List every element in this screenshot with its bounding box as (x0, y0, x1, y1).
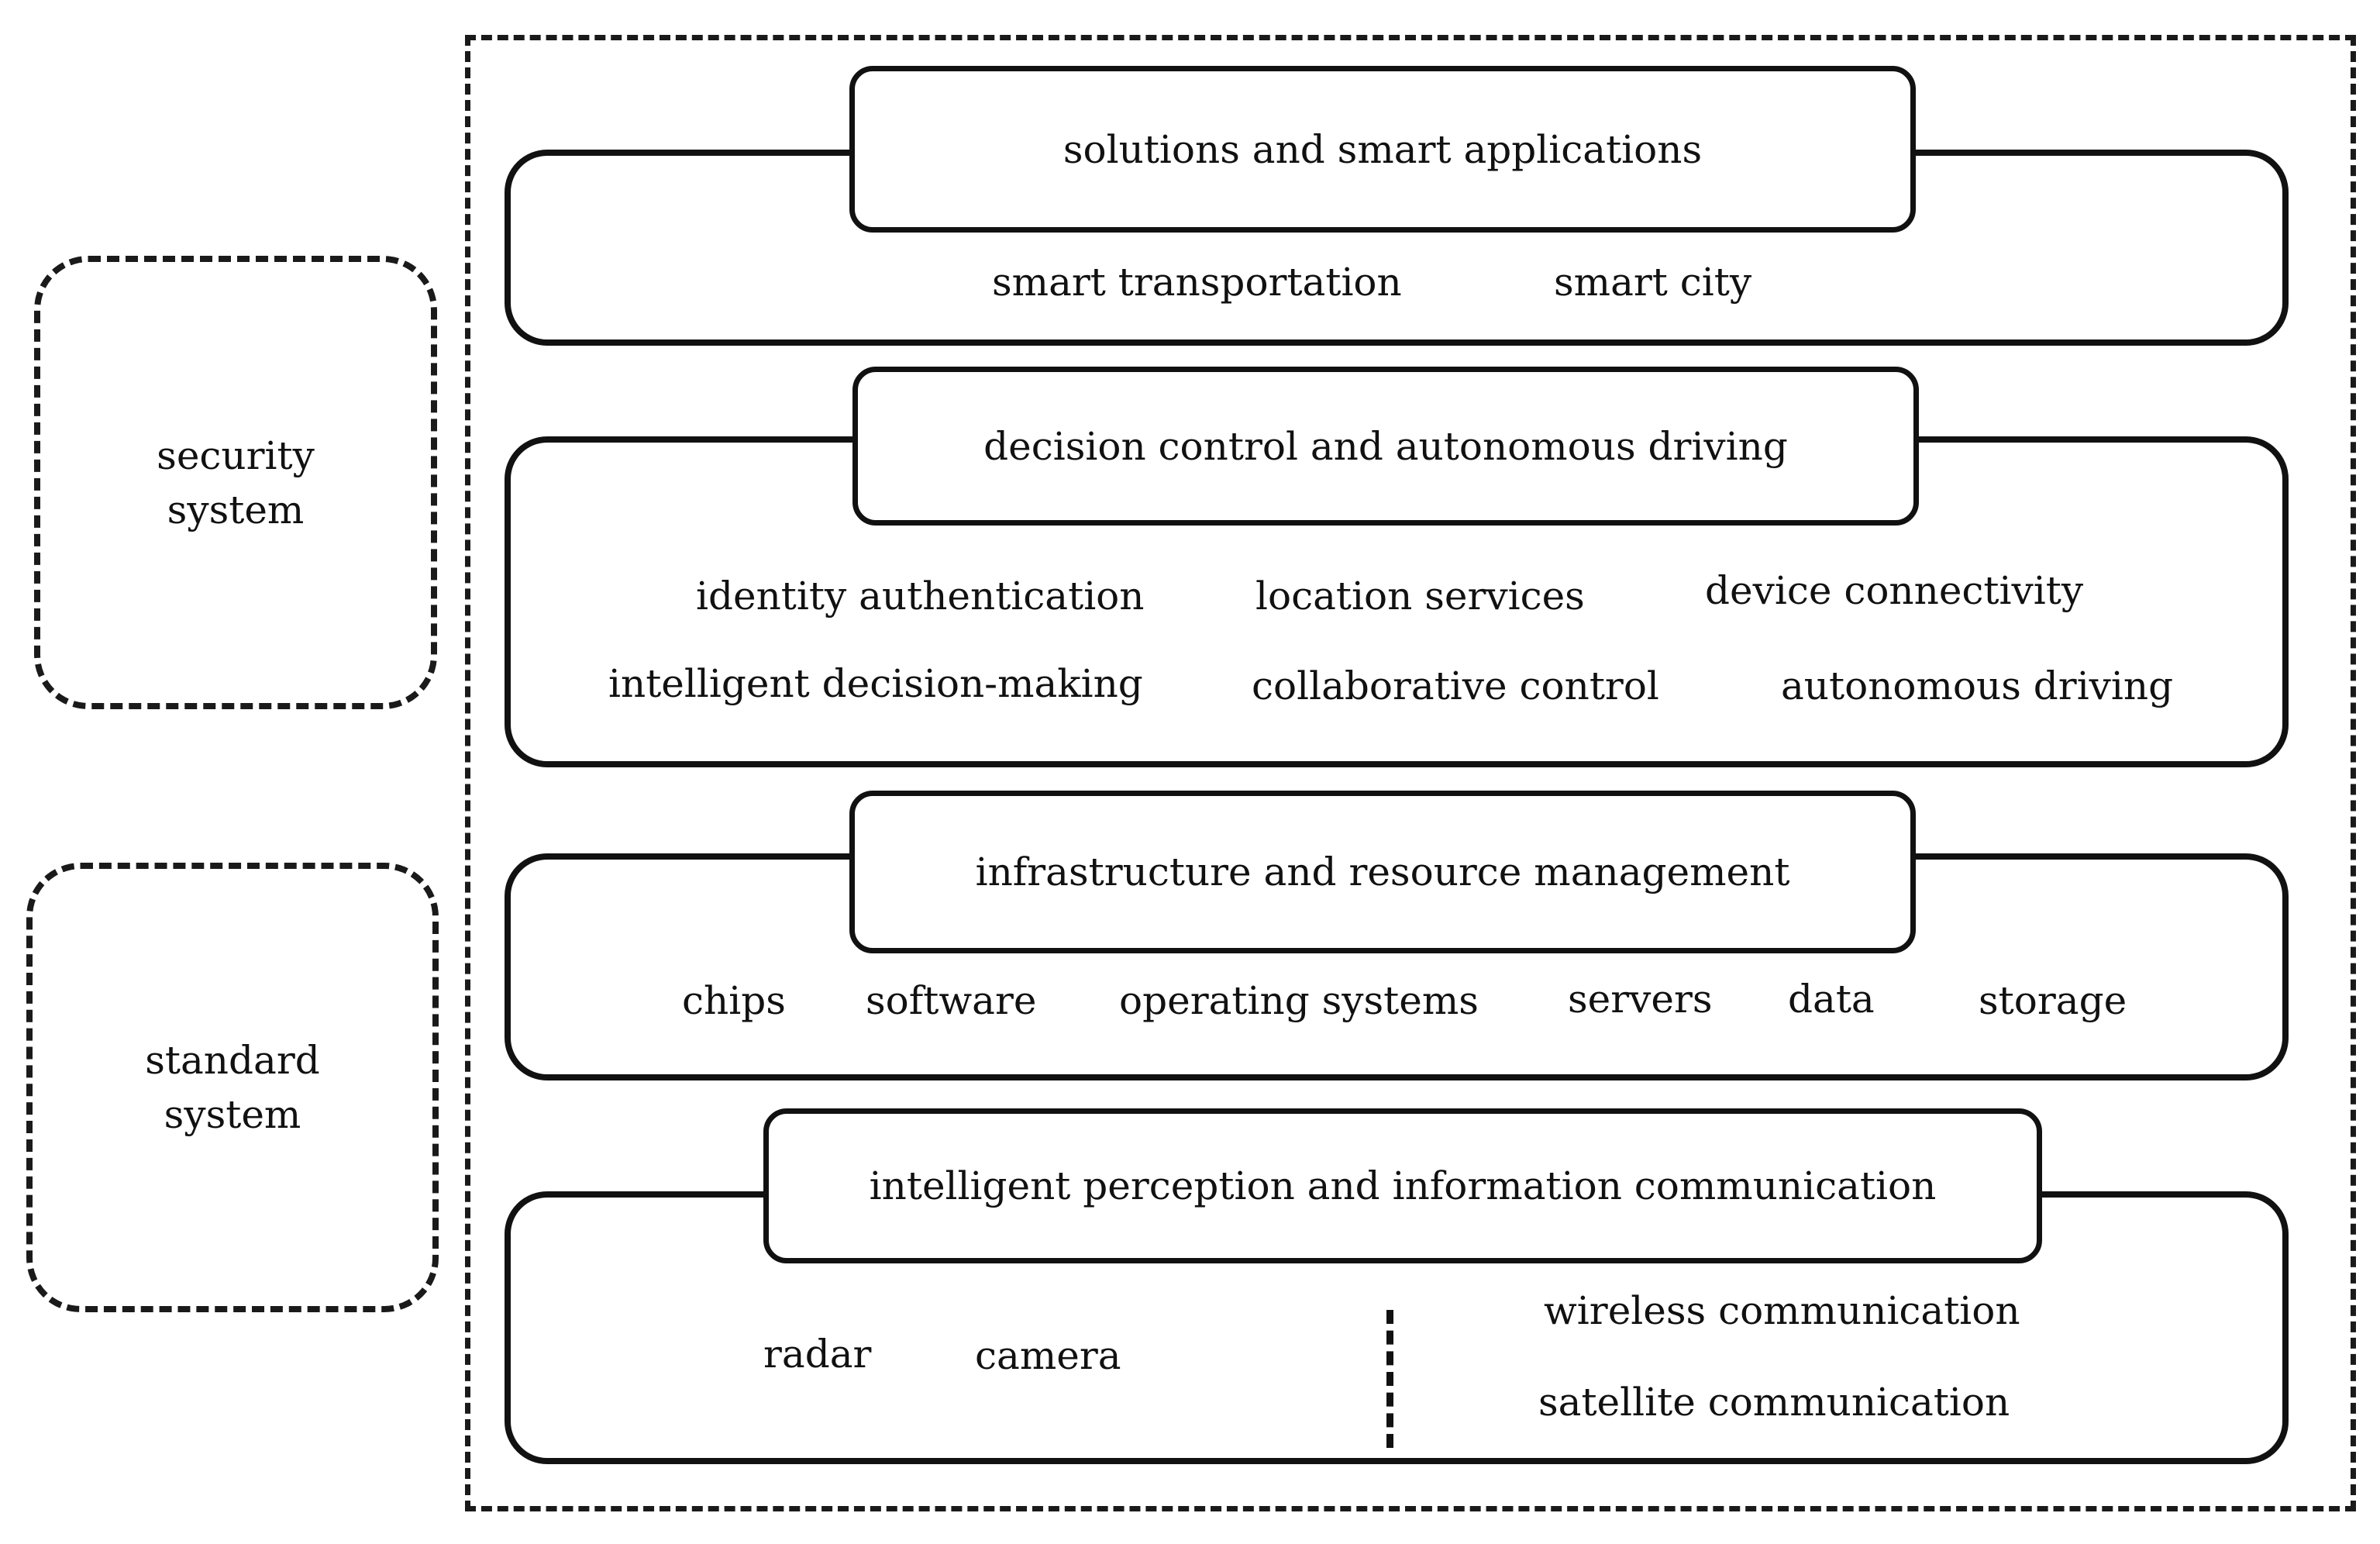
infrastructure-layer-title: infrastructure and resource management (849, 791, 1916, 953)
item-location-services: location services (1255, 574, 1585, 619)
layer-divider (1386, 1310, 1393, 1448)
item-radar: radar (763, 1332, 872, 1377)
item-identity-authentication: identity authentication (696, 574, 1145, 619)
item-software: software (866, 978, 1037, 1023)
item-intelligent-decision-making: intelligent decision-making (608, 661, 1143, 706)
item-smart-transportation: smart transportation (992, 260, 1402, 305)
item-satellite-communication: satellite communication (1538, 1380, 2010, 1425)
item-operating-systems: operating systems (1119, 978, 1479, 1023)
item-chips: chips (682, 978, 786, 1023)
decision-layer-title: decision control and autonomous driving (852, 367, 1919, 526)
item-wireless-communication: wireless communication (1544, 1288, 2020, 1333)
standard-system-label: standard system (145, 1038, 320, 1137)
perception-layer-title: intelligent perception and information c… (763, 1108, 2042, 1263)
item-data: data (1788, 977, 1875, 1022)
item-autonomous-driving: autonomous driving (1781, 663, 2174, 708)
security-system-box: security system (34, 256, 437, 709)
item-smart-city: smart city (1554, 260, 1752, 305)
architecture-frame (465, 35, 2356, 1511)
item-storage: storage (1979, 978, 2127, 1023)
item-device-connectivity: device connectivity (1705, 568, 2084, 613)
item-camera: camera (975, 1333, 1121, 1378)
applications-layer-title: solutions and smart applications (849, 66, 1916, 233)
item-servers: servers (1568, 977, 1713, 1022)
item-collaborative-control: collaborative control (1252, 663, 1659, 708)
standard-system-box: standard system (26, 863, 439, 1312)
security-system-label: security system (157, 433, 315, 532)
